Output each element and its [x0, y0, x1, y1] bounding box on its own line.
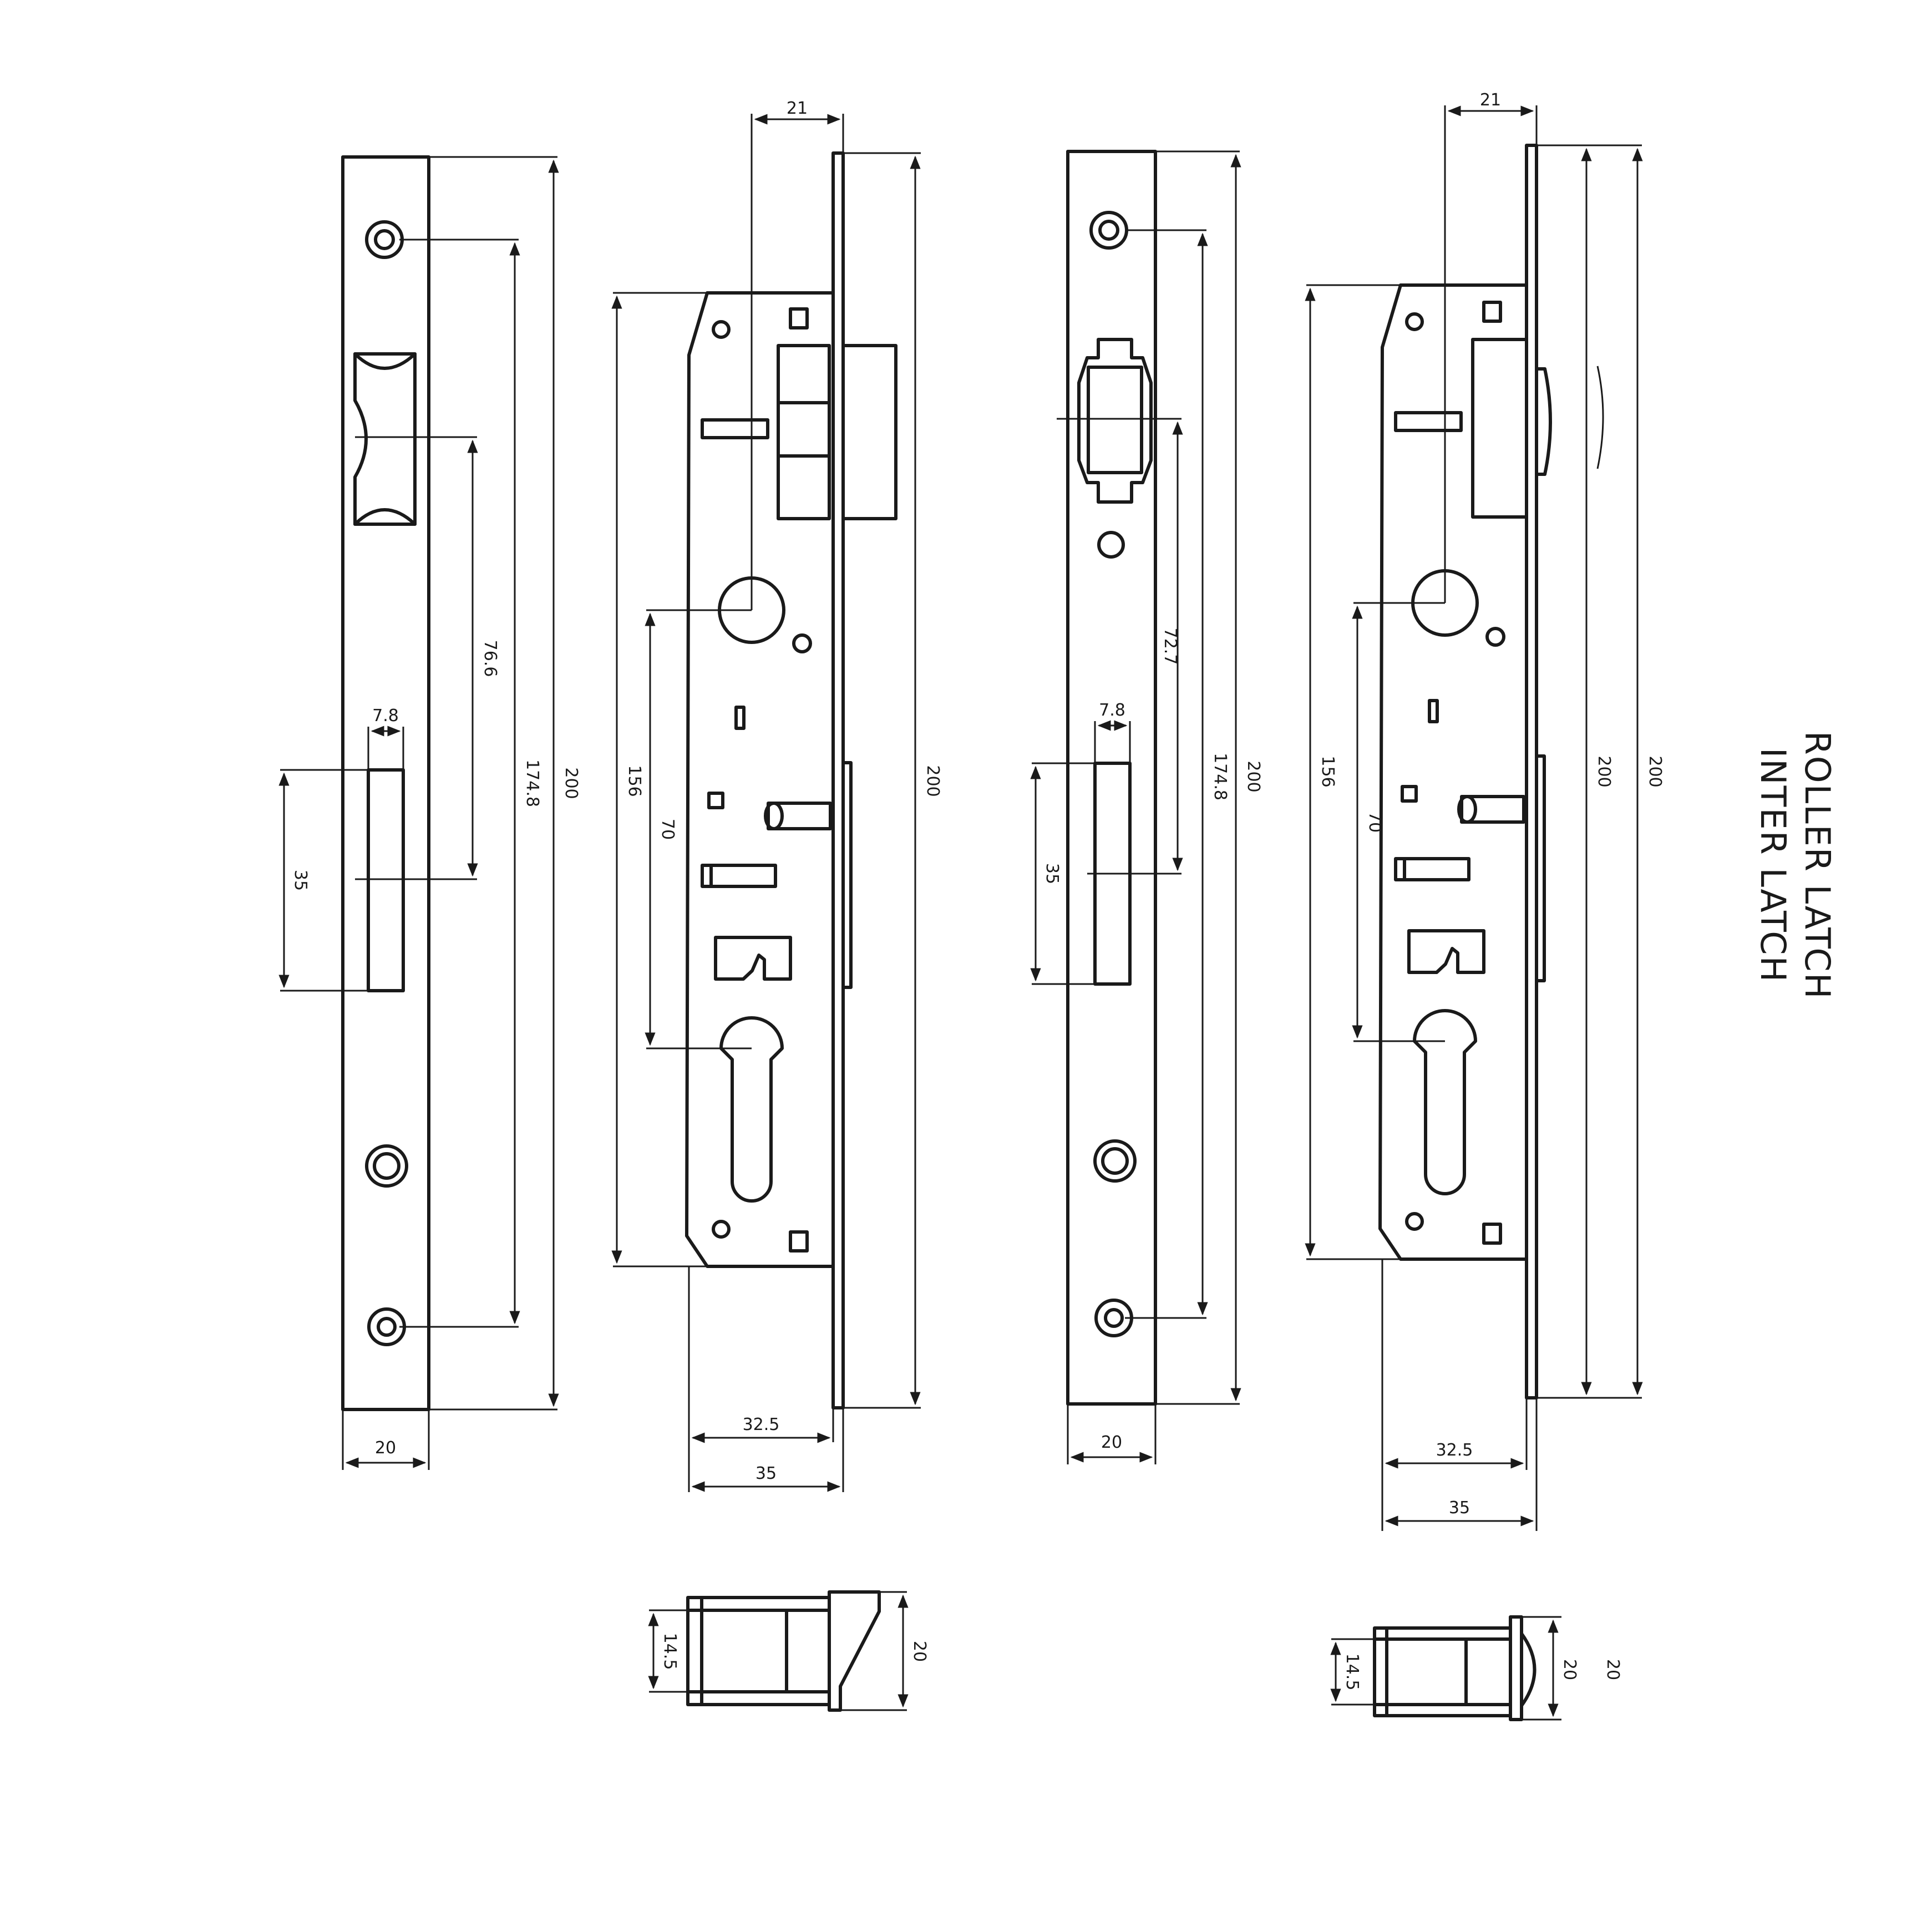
view1-roller-label: 76.6	[480, 640, 500, 677]
view3-latch-label: 72.7	[1160, 628, 1180, 665]
lock-body-roller-view: 21 200 156 70 32.5 35 14.5 20	[611, 99, 942, 1712]
view3-holes-label: 174.8	[1210, 753, 1230, 800]
view2-case-depth-label: 32.5	[743, 1415, 780, 1434]
view3-width-label: 20	[1101, 1433, 1122, 1452]
view4-face-a-label: 20	[1560, 1659, 1579, 1680]
view3-bolt-height-label: 35	[1042, 863, 1062, 884]
view2-face-label: 20	[910, 1641, 929, 1662]
view4-backset-label: 21	[1480, 90, 1501, 110]
view2-case-label: 156	[625, 765, 644, 797]
view4-spacing-label: 70	[1365, 812, 1385, 833]
view2-height-label: 200	[923, 765, 942, 797]
view4-case-depth-label: 32.5	[1436, 1441, 1473, 1460]
view2-backset-label: 21	[787, 99, 808, 118]
view4-total-depth-label: 35	[1449, 1498, 1470, 1518]
view4-height-b-label: 200	[1645, 755, 1665, 787]
view3-bolt-width-label: 7.8	[1099, 701, 1125, 720]
view1-height-label: 200	[561, 767, 581, 799]
view4-bolt-height-label: 14.5	[1342, 1654, 1362, 1691]
view4-face-b-label: 20	[1603, 1659, 1622, 1680]
title-roller-latch: ROLLER LATCH	[1797, 731, 1838, 1000]
view1-width-label: 20	[375, 1438, 396, 1458]
title-inter-latch: INTER LATCH	[1753, 748, 1793, 983]
latch-end-roller-view: 14.5 20	[648, 1590, 929, 1712]
strike-plate-latch-view: 200 174.8 72.7 35 20 7.8	[1030, 150, 1263, 1464]
view2-total-depth-label: 35	[755, 1464, 777, 1483]
strike-plate-roller-view: 200 174.8 76.6 35 20 7.8	[278, 155, 581, 1470]
lock-body-latch-view: 21 200 200 156 70 32.5 35 14.5 20 20	[1305, 90, 1665, 1721]
view1-holes-label: 174.8	[523, 759, 542, 807]
view3-height-label: 200	[1244, 760, 1263, 792]
view2-spacing-label: 70	[658, 819, 677, 840]
view1-bolt-width-label: 7.8	[372, 706, 399, 726]
view1-bolt-height-label: 35	[291, 870, 310, 891]
latch-end-latch-view: 14.5 20 20	[1330, 1615, 1622, 1721]
view2-bolt-height-label: 14.5	[660, 1633, 680, 1670]
view4-case-label: 156	[1318, 755, 1337, 787]
view4-height-a-label: 200	[1594, 755, 1614, 787]
